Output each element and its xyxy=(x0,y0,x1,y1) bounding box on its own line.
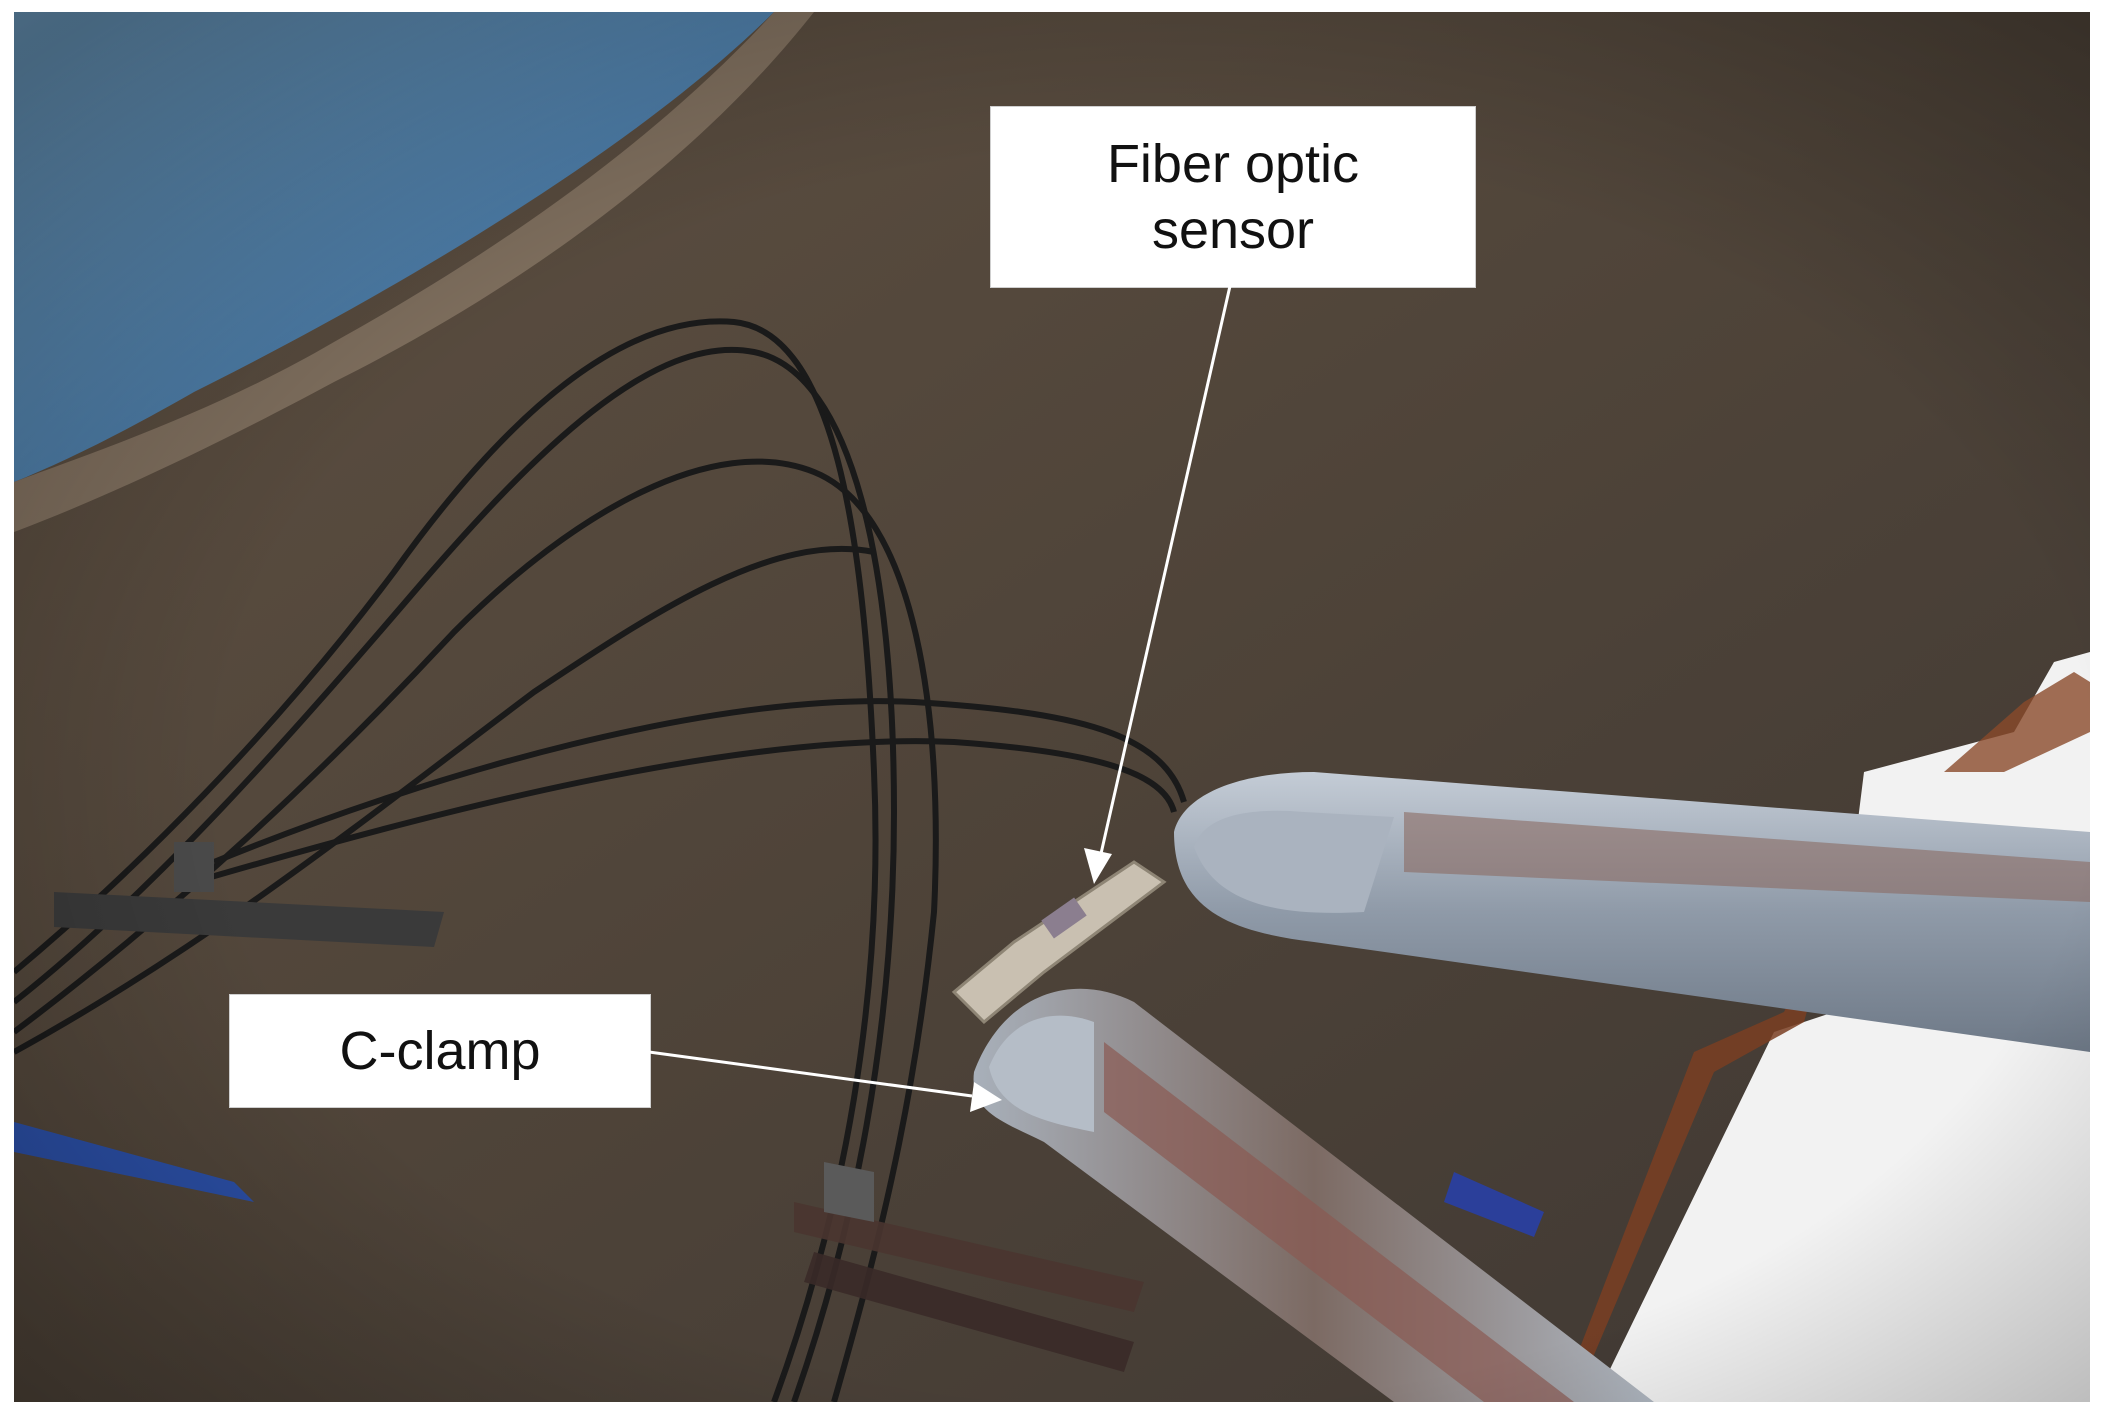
fiber-optic-sensor-label-line2: sensor xyxy=(1151,200,1315,260)
c-clamp-label: C-clamp xyxy=(229,994,651,1108)
fiber-optic-sensor-label: Fiber optic sensor xyxy=(990,106,1476,288)
c-clamp-label-text: C-clamp xyxy=(339,1021,541,1081)
fiber-optic-sensor-label-line1: Fiber optic xyxy=(1106,134,1360,194)
